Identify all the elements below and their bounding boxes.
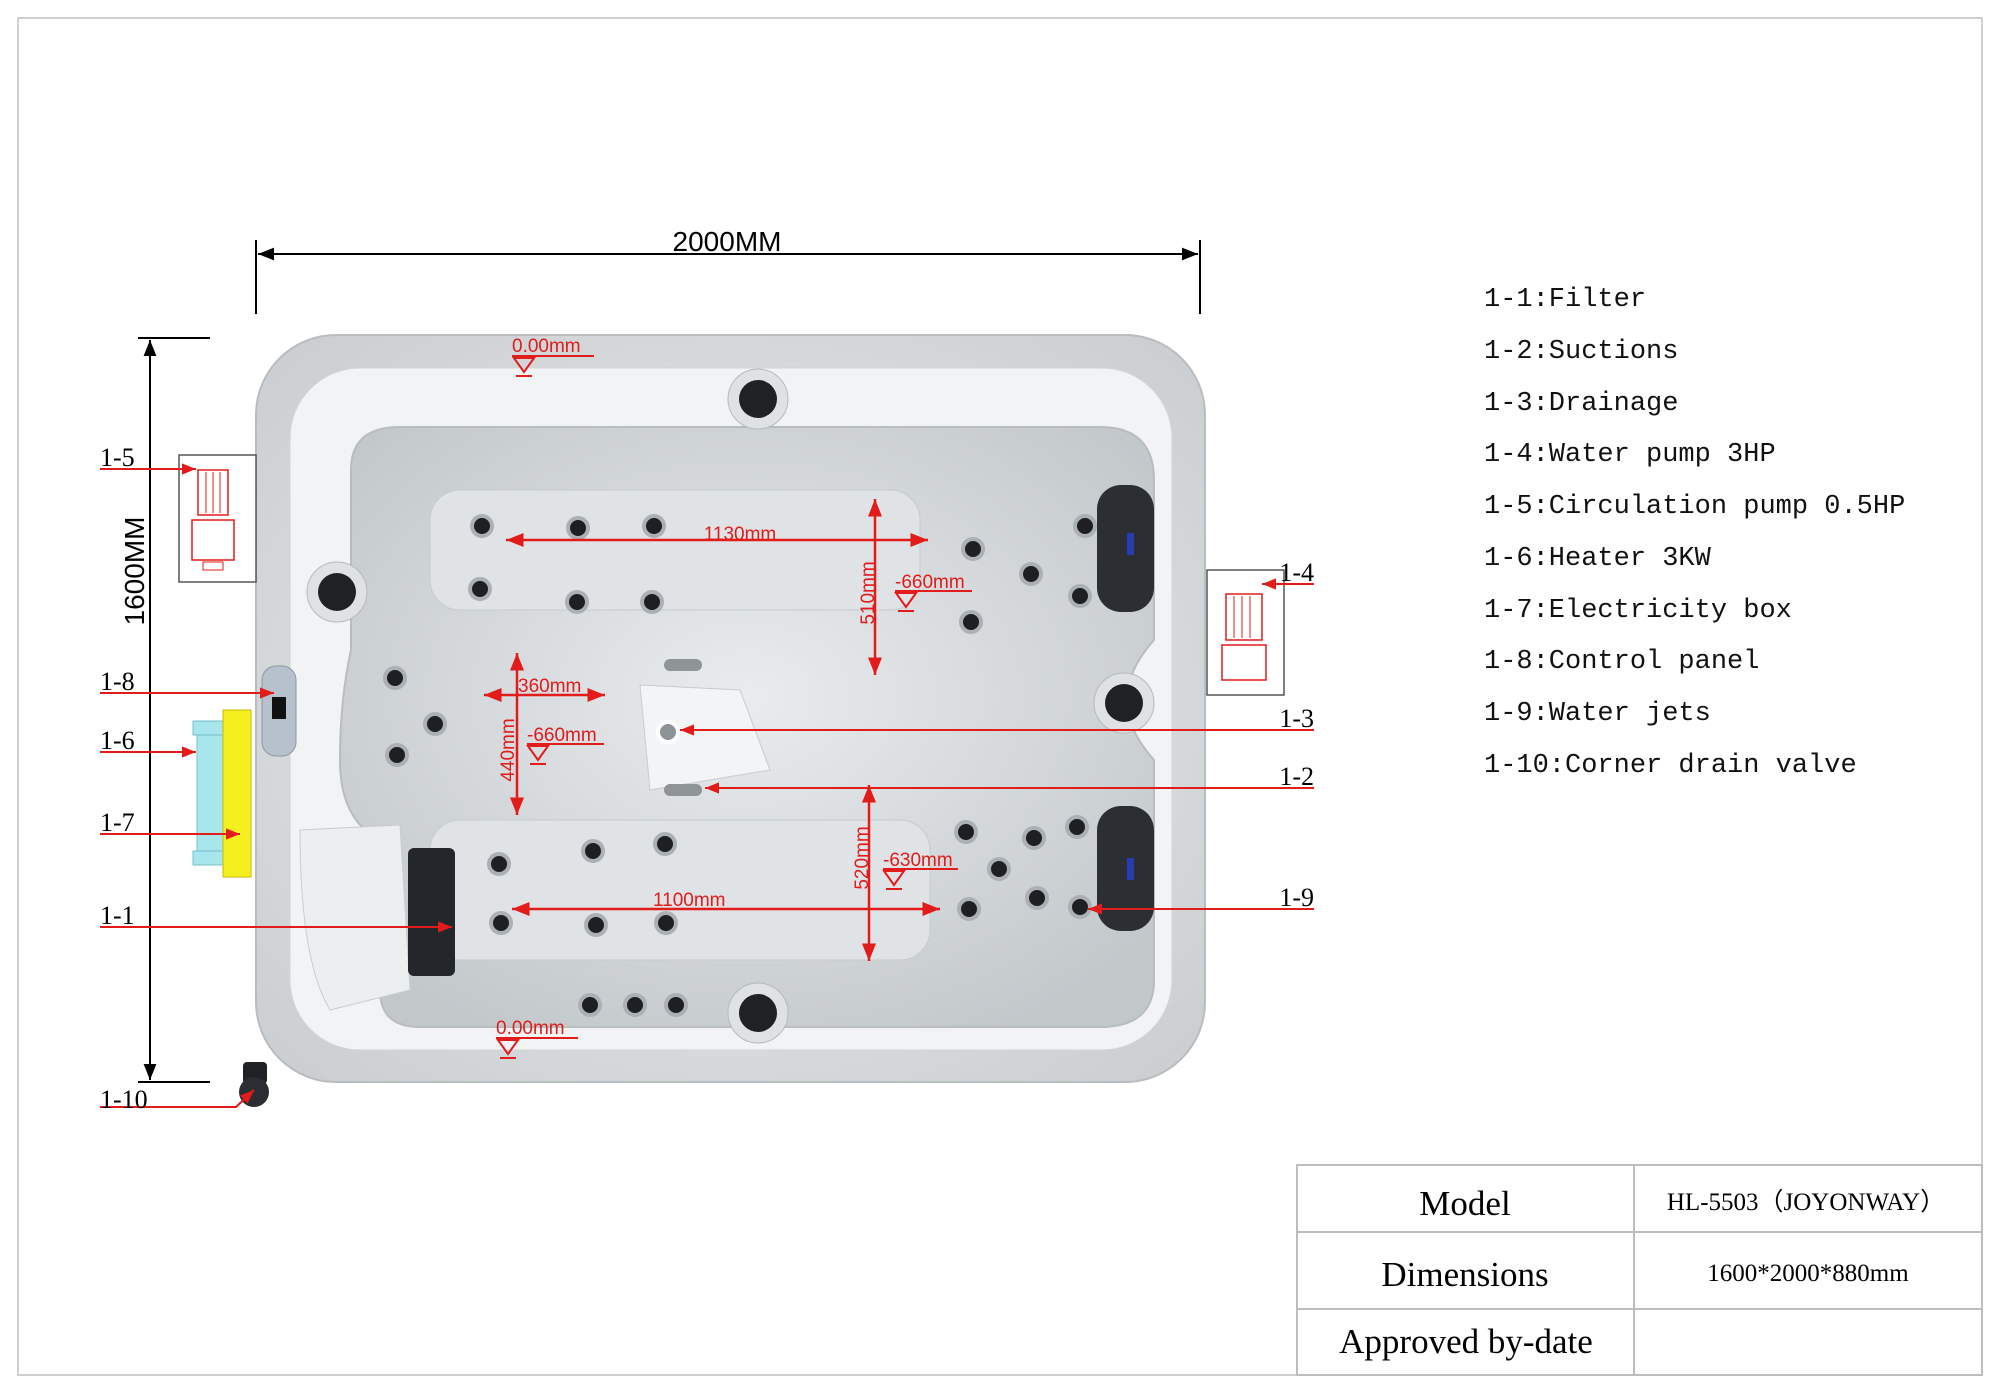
- callout-1-3: 1-3: [1279, 704, 1314, 733]
- callout-1-8: 1-8: [100, 667, 135, 696]
- approved-label: Approved by-date: [1339, 1322, 1593, 1361]
- electricity-box: [222, 709, 252, 878]
- water-jet: [1068, 895, 1092, 919]
- legend-item: 1-7:Electricity box: [1484, 596, 1792, 626]
- legend-item: 1-9:Water jets: [1484, 699, 1711, 729]
- callout-1-9: 1-9: [1279, 883, 1314, 912]
- center-length: 440mm: [498, 718, 519, 781]
- heater: [192, 720, 228, 866]
- headrest-lower: [1097, 806, 1154, 931]
- water-jet: [1022, 826, 1046, 850]
- width-dimension: 2000MM: [255, 226, 1201, 314]
- level-marker-bottom: [496, 1037, 578, 1059]
- legend-item: 1-3:Drainage: [1484, 389, 1678, 419]
- height-dimension: 1600MM: [119, 337, 210, 1083]
- legend-item: 1-2:Suctions: [1484, 337, 1678, 367]
- model-label: Model: [1419, 1184, 1511, 1223]
- lower-seat-depth: -630mm: [883, 850, 953, 871]
- water-jet: [1019, 562, 1043, 586]
- callout-1-10: 1-10: [100, 1085, 148, 1114]
- pillow-hole: [739, 380, 777, 418]
- water-jet: [1025, 886, 1049, 910]
- top-level-label: 0.00mm: [512, 336, 581, 357]
- water-jet: [584, 913, 608, 937]
- water-jet: [470, 514, 494, 538]
- water-jet: [954, 820, 978, 844]
- upper-seat-depth: -660mm: [895, 572, 965, 593]
- water-jet: [1073, 514, 1097, 538]
- water-jet: [423, 712, 447, 736]
- water-jet: [489, 911, 513, 935]
- measurement-lines: [484, 499, 940, 961]
- callout-1-6: 1-6: [100, 726, 135, 755]
- water-jet: [468, 577, 492, 601]
- water-jet: [642, 514, 666, 538]
- callout-1-4: 1-4: [1279, 558, 1314, 587]
- component-legend: 1-1:Filter 1-2:Suctions 1-3:Drainage 1-4…: [1484, 285, 1905, 781]
- upper-seat-length: 1130mm: [704, 524, 777, 545]
- pillow-hole: [318, 573, 356, 611]
- center-width: 360mm: [518, 676, 581, 697]
- legend-item: 1-4:Water pump 3HP: [1484, 440, 1776, 470]
- filter: [408, 848, 455, 976]
- callout-lines: [100, 463, 1314, 1108]
- legend-item: 1-6:Heater 3KW: [1484, 544, 1712, 574]
- water-jet: [654, 911, 678, 935]
- dimensions-label: Dimensions: [1381, 1255, 1548, 1294]
- water-jet: [959, 610, 983, 634]
- water-jet: [640, 590, 664, 614]
- water-jet: [565, 590, 589, 614]
- spa-tub: [255, 334, 1206, 1083]
- legend-item: 1-5:Circulation pump 0.5HP: [1484, 492, 1905, 522]
- pillow-holes: [306, 368, 1155, 1044]
- water-jet: [664, 993, 688, 1017]
- model-value: HL-5503（JOYONWAY）: [1667, 1188, 1945, 1216]
- callout-1-7: 1-7: [100, 808, 135, 837]
- pillow-hole: [739, 994, 777, 1032]
- depth-markers: [526, 590, 972, 890]
- suction-upper: [664, 659, 702, 671]
- water-jets: [383, 514, 1097, 1017]
- page-frame: [17, 17, 1983, 1376]
- legend-item: 1-8:Control panel: [1484, 647, 1759, 677]
- spec-table: Model HL-5503（JOYONWAY） Dimensions 1600*…: [1296, 1164, 1983, 1376]
- upper-seat-width: 510mm: [858, 561, 879, 624]
- water-jet: [653, 832, 677, 856]
- suction-lower: [664, 784, 702, 796]
- headrest-upper: [1097, 485, 1154, 612]
- water-jet: [987, 857, 1011, 881]
- water-jet: [578, 993, 602, 1017]
- center-depth: -660mm: [527, 725, 597, 746]
- water-jet: [961, 537, 985, 561]
- callout-1-1: 1-1: [100, 901, 135, 930]
- dimensions-value: 1600*2000*880mm: [1707, 1260, 1909, 1287]
- level-marker-top: [512, 355, 594, 377]
- drain: [656, 720, 680, 744]
- width-label: 2000MM: [673, 226, 782, 257]
- legend-item: 1-10:Corner drain valve: [1484, 751, 1857, 781]
- legend-item: 1-1:Filter: [1484, 285, 1646, 315]
- water-jet: [581, 839, 605, 863]
- water-jet: [623, 993, 647, 1017]
- callout-1-2: 1-2: [1279, 762, 1314, 791]
- water-jet: [385, 743, 409, 767]
- water-jet: [383, 666, 407, 690]
- water-jet: [1065, 815, 1089, 839]
- water-jet: [566, 516, 590, 540]
- lower-seat-length: 1100mm: [653, 890, 726, 911]
- water-jet: [1068, 584, 1092, 608]
- bottom-level-label: 0.00mm: [496, 1018, 565, 1039]
- circulation-pump: [178, 454, 257, 583]
- lower-seat-width: 520mm: [852, 826, 873, 889]
- water-jet: [487, 852, 511, 876]
- water-pump: [1206, 569, 1285, 696]
- height-label: 1600MM: [119, 517, 150, 626]
- control-panel: [261, 665, 297, 757]
- pillow-hole: [1105, 684, 1143, 722]
- callout-1-5: 1-5: [100, 443, 135, 472]
- water-jet: [957, 897, 981, 921]
